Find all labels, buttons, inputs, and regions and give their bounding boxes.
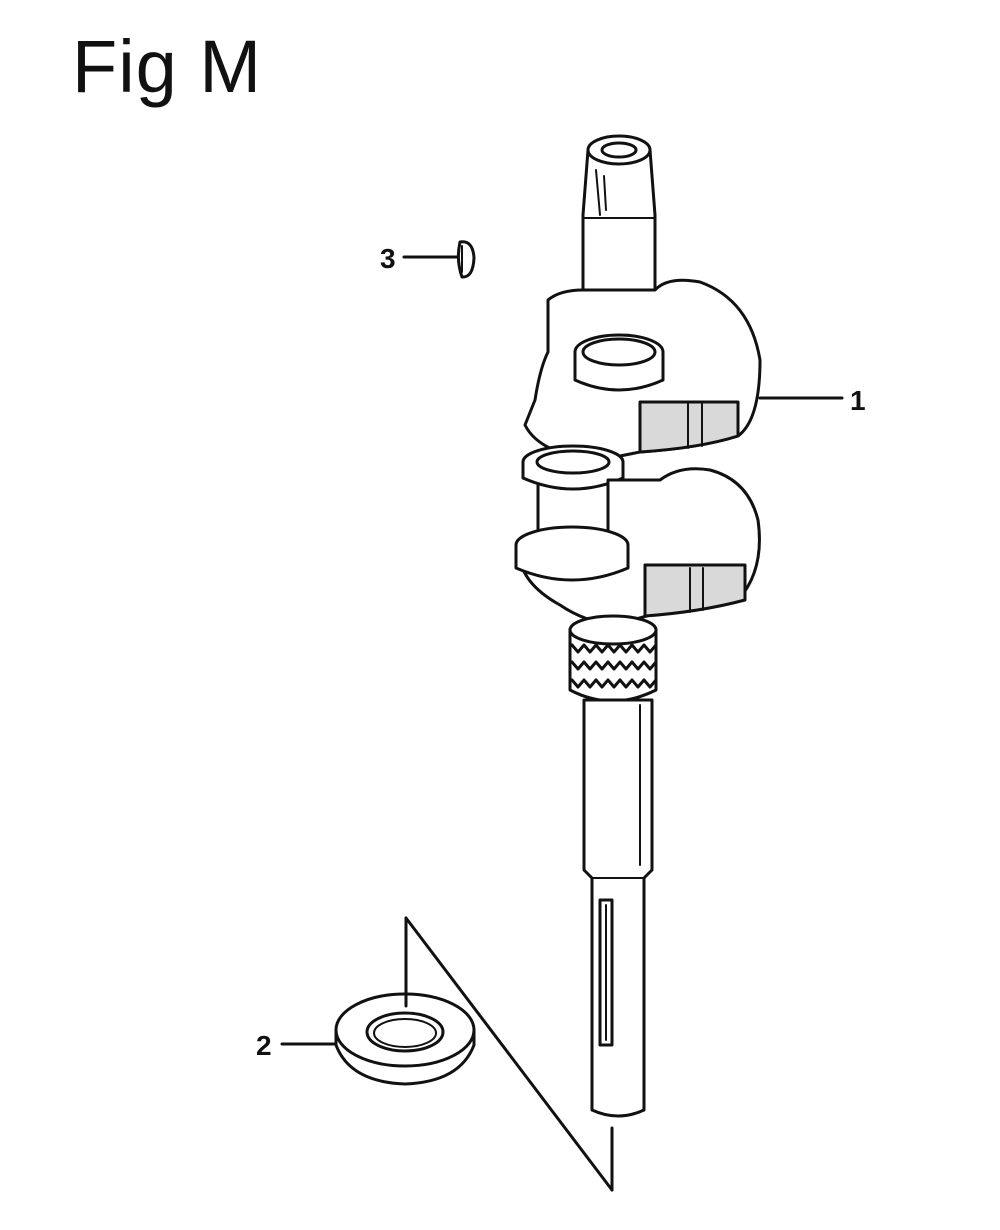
seal-washer-part[interactable]: [334, 992, 476, 1086]
figure-title: Fig M: [72, 25, 262, 108]
crankshaft-part[interactable]: [514, 134, 762, 1118]
assembly-guide-lines: [404, 916, 614, 1192]
callout-2: 2: [256, 1030, 272, 1061]
callout-3: 3: [380, 243, 396, 274]
callout-1: 1: [850, 385, 866, 416]
woodruff-key-part[interactable]: [456, 240, 476, 279]
